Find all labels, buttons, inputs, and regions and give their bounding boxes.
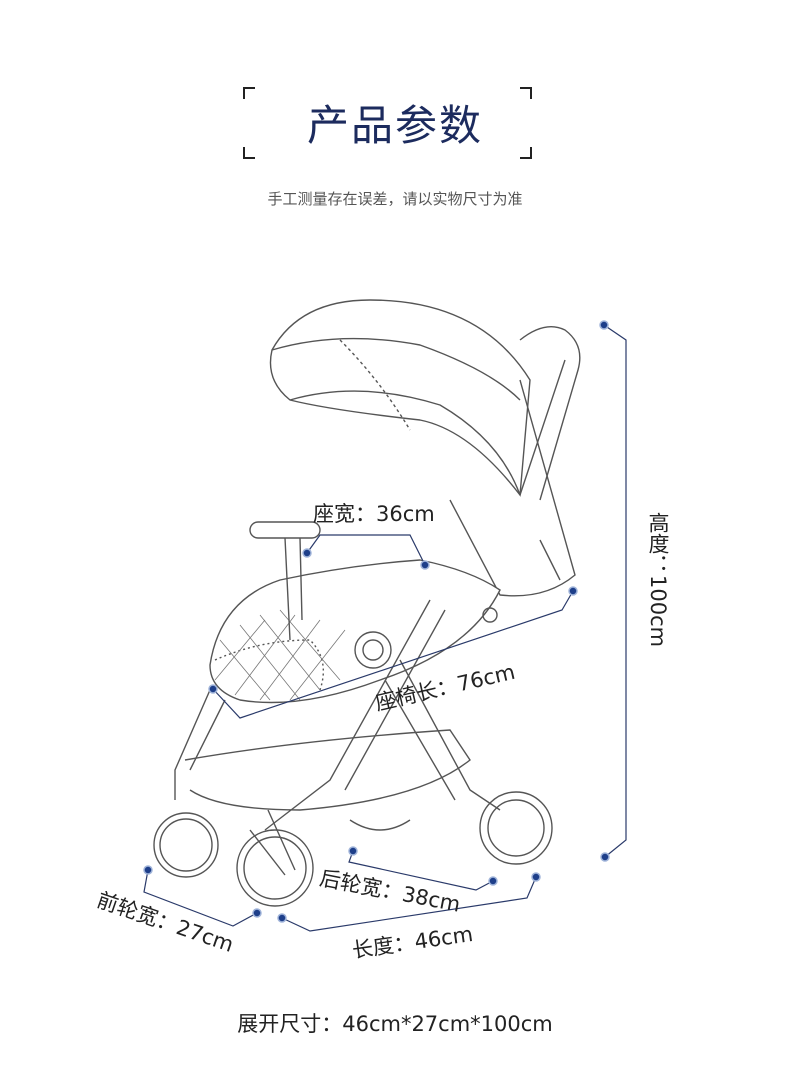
height-label: 高度：100cm <box>646 512 670 648</box>
page-title: 产品参数 <box>306 101 483 150</box>
title-frame-corner <box>520 87 532 99</box>
height-dimension-line <box>603 324 627 858</box>
front-wheel-dimension-line <box>143 869 258 927</box>
seat-width-dimension-line <box>306 534 426 566</box>
unfolded-size-summary: 展开尺寸：46cm*27cm*100cm <box>237 1012 553 1036</box>
title-frame-corner <box>243 87 255 99</box>
stroller-illustration <box>153 299 581 907</box>
dimension-lines <box>143 324 627 932</box>
rear-wheel-dimension-line <box>348 850 494 891</box>
title-frame-corner <box>520 147 532 159</box>
page-subtitle: 手工测量存在误差，请以实物尺寸为准 <box>267 190 523 208</box>
seat-width-label: 座宽：36cm <box>313 502 435 526</box>
dimension-markers <box>143 320 610 923</box>
title-frame-corner <box>243 147 255 159</box>
seat-length-dimension-line <box>212 590 574 719</box>
length-dimension-line <box>281 876 537 932</box>
